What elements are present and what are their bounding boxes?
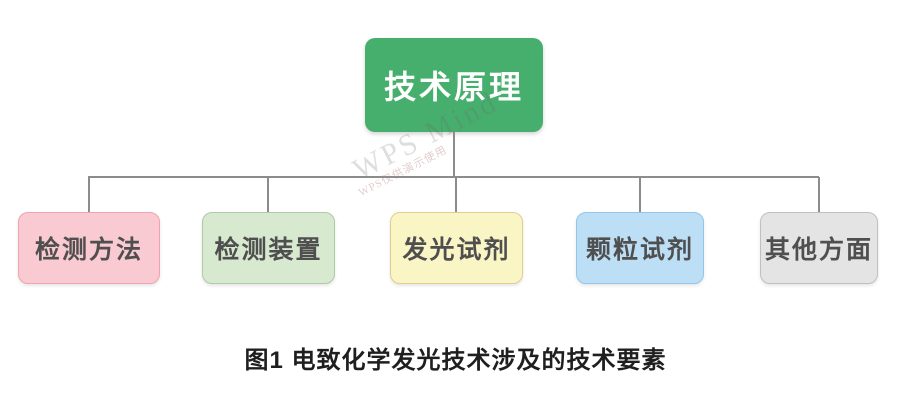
connector-horizontal-bus xyxy=(88,176,819,178)
diagram-node-label: 其他方面 xyxy=(764,236,873,264)
connector-child-stub xyxy=(455,177,457,213)
diagram-node-detection-method: 检测方法 xyxy=(18,212,160,284)
diagram-node-label: 检测装置 xyxy=(214,236,323,264)
connector-child-stub xyxy=(267,177,269,213)
diagram-node-label: 发光试剂 xyxy=(402,236,511,264)
connector-child-stub xyxy=(88,177,90,213)
diagram-node-label: 颗粒试剂 xyxy=(585,236,694,264)
figure-caption: 图1 电致化学发光技术涉及的技术要素 xyxy=(244,347,667,374)
diagram-root-label: 技术原理 xyxy=(383,69,524,105)
diagram-root-node: 技术原理 xyxy=(365,38,543,132)
diagram-node-detection-device: 检测装置 xyxy=(202,212,335,284)
diagram-node-label: 检测方法 xyxy=(34,236,143,264)
connector-child-stub xyxy=(639,177,641,213)
diagram-node-other-aspects: 其他方面 xyxy=(760,212,878,284)
connector-root-stub xyxy=(453,131,455,177)
diagram-node-luminescent-reagent: 发光试剂 xyxy=(390,212,523,284)
connector-child-stub xyxy=(818,177,820,213)
diagram-node-particle-reagent: 颗粒试剂 xyxy=(576,212,704,284)
